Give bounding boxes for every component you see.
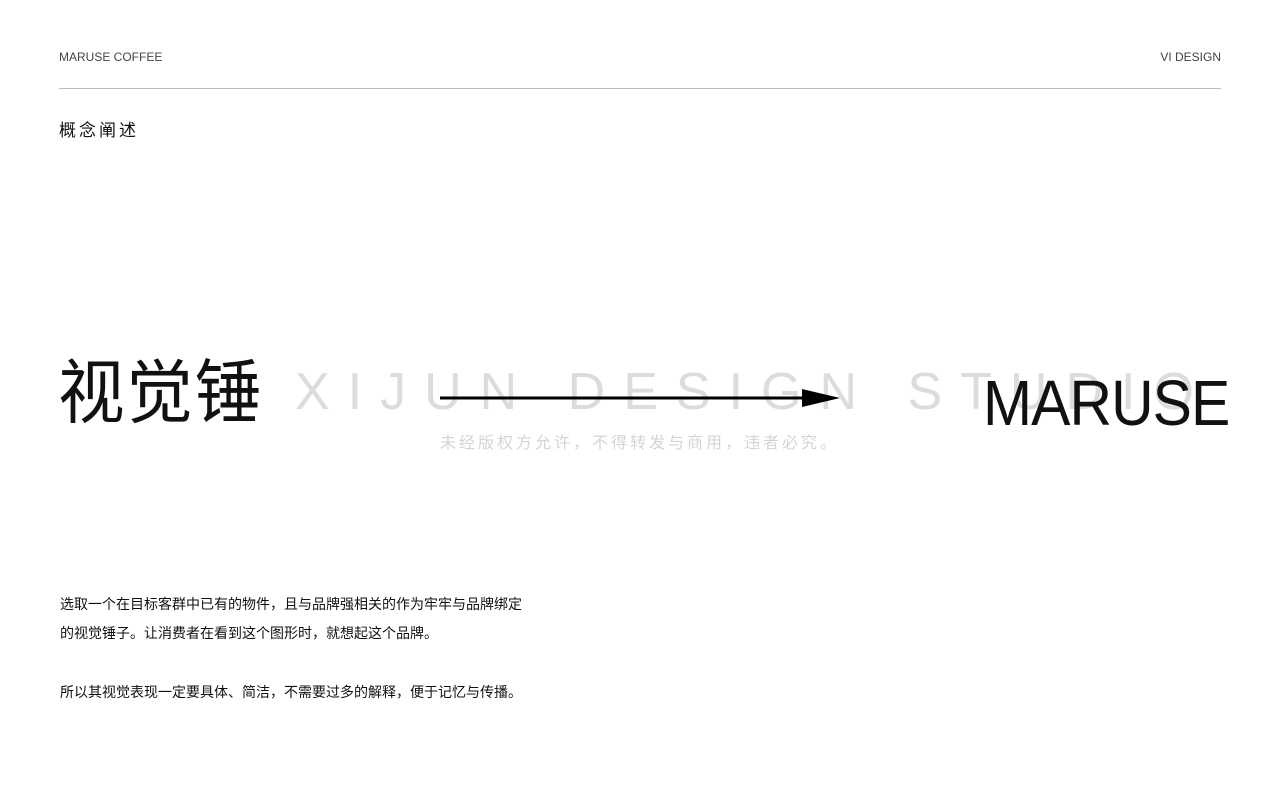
description-line-2: 的视觉锤子。让消费者在看到这个图形时，就想起这个品牌。 [60,626,438,642]
description-line-3: 所以其视觉表现一定要具体、简洁，不需要过多的解释，便于记忆与传播。 [60,685,522,701]
paragraph-gap [60,649,522,679]
watermark-english: XIJUN DESIGN STUDIO [295,363,1212,421]
header-divider [59,88,1221,89]
section-title: 概念阐述 [59,121,139,141]
watermark-chinese: 未经版权方允许，不得转发与商用，违者必究。 [440,433,840,452]
header-brand-label: MARUSE COFFEE [59,50,163,64]
right-arrow-icon [440,386,840,414]
concept-label: 视觉锤 [58,352,264,434]
description: 选取一个在目标客群中已有的物件，且与品牌强相关的作为牢牢与品牌绑定 的视觉锤子。… [60,591,522,708]
header-section-label: VI DESIGN [1160,50,1221,64]
description-line-1: 选取一个在目标客群中已有的物件，且与品牌强相关的作为牢牢与品牌绑定 [60,597,522,613]
brand-name: MARUSE [983,367,1230,439]
